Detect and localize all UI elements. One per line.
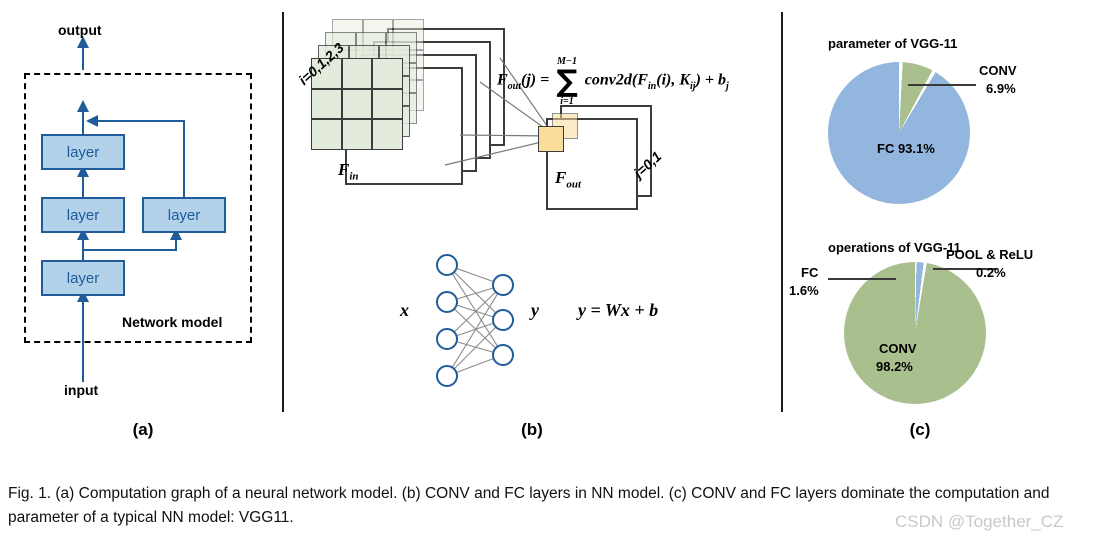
panel-a-input-label: input: [64, 382, 99, 398]
watermark: CSDN @Together_CZ: [895, 512, 1064, 531]
fc-output-node-2: [492, 309, 514, 331]
layer-box-mid-right-label: layer: [167, 206, 201, 224]
panel-b-label: (b): [521, 420, 543, 439]
formula-rhs: conv2d(F: [584, 71, 648, 89]
fc-input-node-3: [436, 328, 458, 350]
conv-connection-lines: [444, 57, 551, 166]
formula-rhs-mid: (i), K: [656, 71, 691, 89]
panel-c-label: (c): [909, 420, 931, 439]
network-model-label: Network model: [122, 314, 223, 330]
fc-input-node-4: [436, 365, 458, 387]
panel-divider-right: [781, 12, 783, 412]
f-out-sub: out: [566, 178, 582, 191]
panel-divider-left: [282, 12, 284, 412]
pie-1-conv-callout-value: 6.9%: [986, 81, 1016, 96]
pie-2-title: operations of VGG-11: [828, 240, 961, 255]
fc-input-node-1: [436, 254, 458, 276]
layer-box-bottom-label: layer: [66, 269, 100, 287]
fc-input-node-2: [436, 291, 458, 313]
layer-box-mid-right[interactable]: layer: [142, 197, 226, 233]
pie-chart-operations-vgg11: [844, 262, 986, 404]
panel-a-arrows: [77, 36, 185, 382]
pie-1-conv-leader-line: [908, 84, 976, 86]
fc-output-node-1: [492, 274, 514, 296]
pie-2-pool-leader-line: [933, 268, 997, 270]
panel-a-output-label: output: [58, 22, 102, 38]
pie-2-pool-callout-name: POOL & ReLU: [946, 247, 1034, 262]
formula-rhs-end: ) + b: [695, 71, 727, 89]
pie-2-conv-label-name: CONV: [879, 341, 917, 356]
formula-lhs: F: [497, 71, 508, 89]
layer-box-mid-left-label: layer: [66, 206, 100, 224]
pie-2-fc-callout-value: 1.6%: [789, 283, 819, 298]
f-out-label: Fout: [555, 168, 581, 190]
formula-lhs-sub: out: [507, 80, 522, 92]
conv-formula: Fout(j) = M−1 ∑ i=1 conv2d(Fin(i), Kij) …: [497, 56, 729, 107]
formula-rhs-sub2: ij: [690, 80, 696, 92]
figure-caption: Fig. 1. (a) Computation graph of a neura…: [8, 485, 1050, 527]
pie-2-fc-leader-line: [828, 278, 896, 280]
input-grid-1: [311, 58, 403, 150]
pie-1-conv-callout-name: CONV: [979, 63, 1017, 78]
layer-box-top[interactable]: layer: [41, 134, 125, 170]
summation-upper-limit: M−1: [557, 56, 577, 67]
pie-1-title: parameter of VGG-11: [828, 36, 958, 51]
network-model-boundary: [24, 73, 252, 343]
f-in-label: Fin: [338, 160, 359, 182]
pie-2-fc-callout-name: FC: [801, 265, 819, 280]
pie-2-conv-label-value: 98.2%: [876, 359, 913, 374]
formula-lhs-arg: (j) =: [521, 71, 550, 89]
layer-box-bottom[interactable]: layer: [41, 260, 125, 296]
f-in-sub: in: [349, 170, 359, 183]
fc-input-label: x: [400, 300, 409, 320]
output-cell-highlight: [538, 126, 564, 152]
layer-box-mid-left[interactable]: layer: [41, 197, 125, 233]
fc-formula: y = Wx + b: [578, 300, 659, 320]
pie-2-pool-callout-value: 0.2%: [976, 265, 1006, 280]
pie-1-fc-label: FC 93.1%: [877, 141, 935, 156]
layer-box-top-label: layer: [66, 143, 100, 161]
formula-rhs-sub1: in: [647, 80, 657, 92]
summation-sigma: ∑: [556, 64, 578, 99]
panel-a-label: (a): [132, 420, 154, 439]
formula-rhs-sub3: j: [726, 80, 729, 92]
f-in-name: F: [338, 160, 350, 179]
summation-symbol: M−1 ∑ i=1: [556, 57, 578, 107]
fc-output-node-3: [492, 344, 514, 366]
fc-output-label: y: [531, 300, 539, 320]
f-out-name: F: [555, 168, 567, 187]
summation-lower-limit: i=1: [560, 96, 574, 107]
